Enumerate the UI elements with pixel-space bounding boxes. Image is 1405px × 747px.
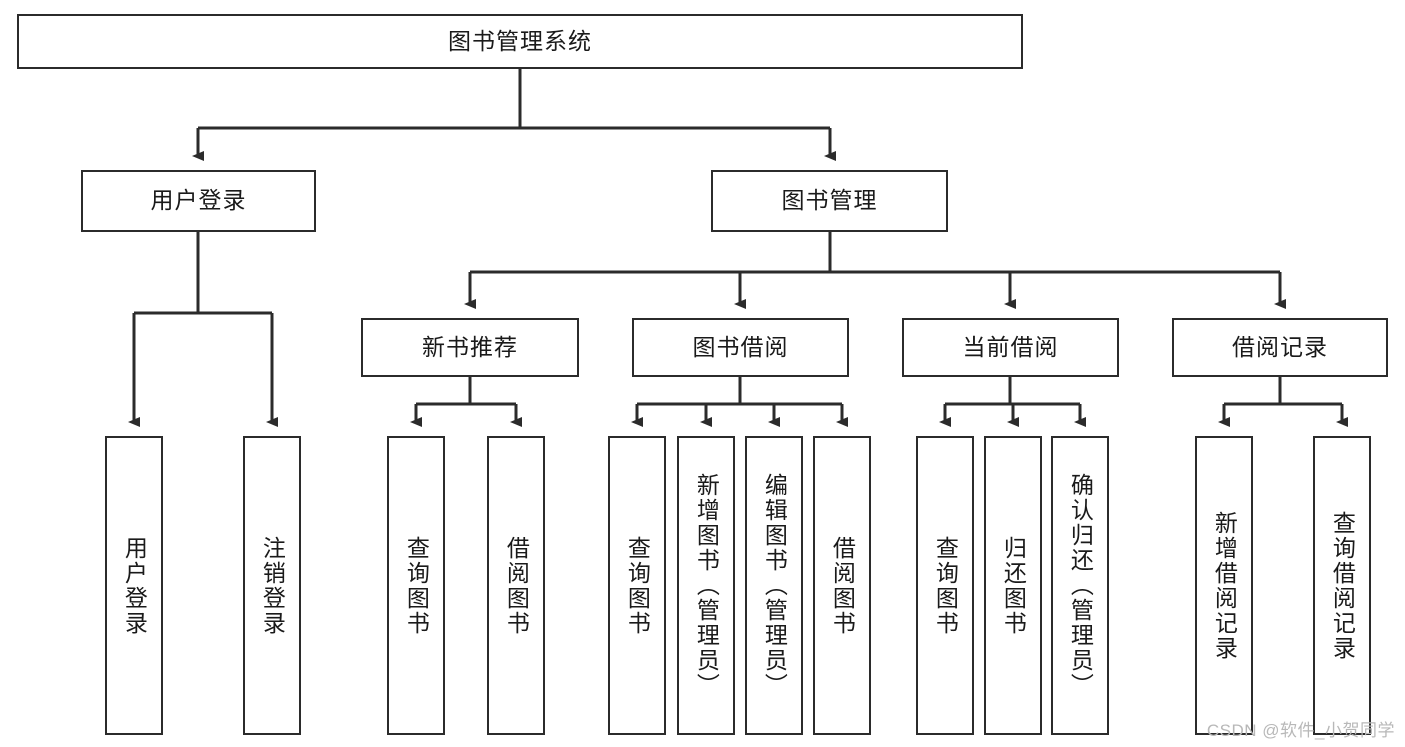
node-leaf-return-book[interactable]: 归还图书 — [984, 436, 1042, 735]
node-leaf-add-record-label: 新增借阅记录 — [1211, 510, 1238, 661]
node-leaf-confirm-return[interactable]: 确认归还（管理员） — [1051, 436, 1109, 735]
node-leaf-borrow-book-1[interactable]: 借阅图书 — [487, 436, 545, 735]
node-current-borrow[interactable]: 当前借阅 — [902, 318, 1119, 377]
node-root-label: 图书管理系统 — [448, 27, 592, 54]
node-leaf-query-book-2[interactable]: 查询图书 — [608, 436, 666, 735]
node-leaf-confirm-return-label: 确认归还（管理员） — [1067, 473, 1094, 698]
node-leaf-query-book-2-label: 查询图书 — [624, 535, 651, 636]
node-leaf-logout[interactable]: 注销登录 — [243, 436, 301, 735]
node-leaf-logout-label: 注销登录 — [259, 535, 286, 636]
node-leaf-borrow-book-2[interactable]: 借阅图书 — [813, 436, 871, 735]
node-leaf-add-record[interactable]: 新增借阅记录 — [1195, 436, 1253, 735]
node-leaf-user-login-label: 用户登录 — [121, 535, 148, 636]
node-user-login[interactable]: 用户登录 — [81, 170, 316, 232]
node-leaf-query-book-3-label: 查询图书 — [932, 535, 959, 636]
node-new-book-rec-label: 新书推荐 — [422, 333, 518, 360]
node-leaf-add-book-label: 新增图书（管理员） — [693, 473, 720, 698]
node-leaf-edit-book-label: 编辑图书（管理员） — [761, 473, 788, 698]
node-leaf-edit-book[interactable]: 编辑图书（管理员） — [745, 436, 803, 735]
node-leaf-query-record-label: 查询借阅记录 — [1329, 510, 1356, 661]
node-book-borrow[interactable]: 图书借阅 — [632, 318, 849, 377]
watermark-text: CSDN @软件_小贺同学 — [1206, 721, 1395, 740]
node-book-manage[interactable]: 图书管理 — [711, 170, 948, 232]
node-borrow-record-label: 借阅记录 — [1232, 333, 1328, 360]
node-root[interactable]: 图书管理系统 — [17, 14, 1023, 69]
node-leaf-return-book-label: 归还图书 — [1000, 535, 1027, 636]
node-leaf-user-login[interactable]: 用户登录 — [105, 436, 163, 735]
node-leaf-borrow-book-1-label: 借阅图书 — [503, 535, 530, 636]
node-leaf-query-record[interactable]: 查询借阅记录 — [1313, 436, 1371, 735]
node-leaf-borrow-book-2-label: 借阅图书 — [829, 535, 856, 636]
node-leaf-query-book-1[interactable]: 查询图书 — [387, 436, 445, 735]
node-leaf-query-book-3[interactable]: 查询图书 — [916, 436, 974, 735]
node-leaf-add-book[interactable]: 新增图书（管理员） — [677, 436, 735, 735]
node-book-borrow-label: 图书借阅 — [692, 333, 789, 360]
node-current-borrow-label: 当前借阅 — [962, 333, 1059, 360]
node-leaf-query-book-1-label: 查询图书 — [403, 535, 430, 636]
node-book-manage-label: 图书管理 — [781, 187, 878, 214]
node-new-book-rec[interactable]: 新书推荐 — [361, 318, 579, 377]
node-user-login-label: 用户登录 — [150, 187, 247, 214]
node-borrow-record[interactable]: 借阅记录 — [1172, 318, 1388, 377]
